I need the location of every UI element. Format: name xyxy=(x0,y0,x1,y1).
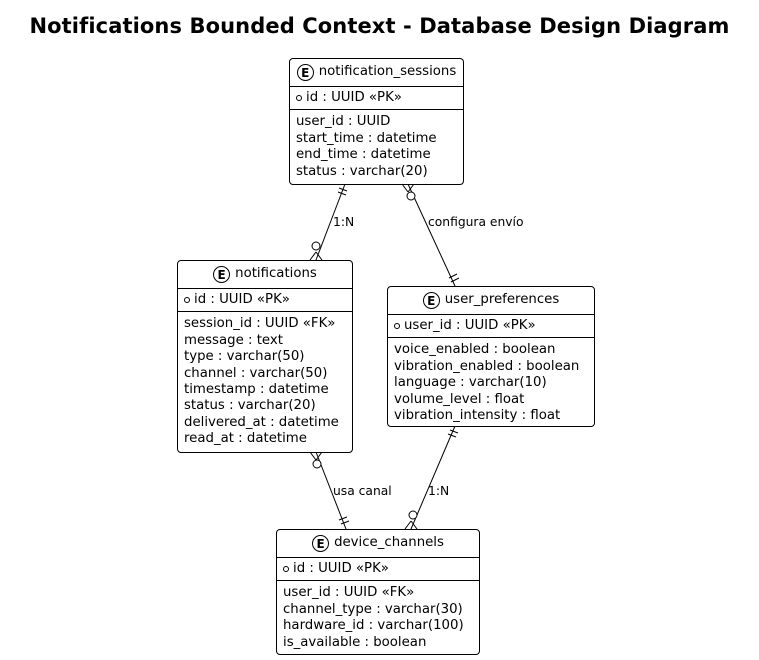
entity-field: language : varchar(10) xyxy=(394,375,547,391)
primary-key: id : UUID «PK» xyxy=(194,292,290,307)
entity-field: timestamp : datetime xyxy=(184,382,329,398)
entity-header: E user_preferences xyxy=(388,287,594,315)
entity-icon: E xyxy=(296,64,314,81)
entity-field: channel : varchar(50) xyxy=(184,365,328,381)
primary-key: user_id : UUID «PK» xyxy=(404,318,536,333)
primary-key-row: id : UUID «PK» xyxy=(290,87,463,111)
entity-field: user_id : UUID xyxy=(296,114,391,130)
entity-field: session_id : UUID «FK» xyxy=(184,316,336,332)
entity-field: vibration_intensity : float xyxy=(394,408,561,424)
key-icon xyxy=(184,297,190,304)
entity-header: E notification_sessions xyxy=(290,59,463,87)
entity-name: user_preferences xyxy=(444,292,560,308)
entity-field: status : varchar(20) xyxy=(184,398,316,414)
key-icon xyxy=(296,95,302,102)
entity-icon: E xyxy=(422,292,440,309)
entity-field: start_time : datetime xyxy=(296,130,437,146)
entity-field: volume_level : float xyxy=(394,391,525,407)
entity-field: read_at : datetime xyxy=(184,431,307,447)
relationship-notifications-devices xyxy=(309,451,350,530)
entity-fields: user_id : UUID start_time : datetime end… xyxy=(290,110,463,184)
entity-name: notifications xyxy=(235,266,317,282)
entity-user-preferences[interactable]: E user_preferences user_id : UUID «PK» v… xyxy=(387,286,595,427)
relationship-label: usa canal xyxy=(333,484,392,498)
entity-field: is_available : boolean xyxy=(283,634,427,650)
entity-name: device_channels xyxy=(334,535,444,551)
entity-field: type : varchar(50) xyxy=(184,349,305,365)
entity-device-channels[interactable]: E device_channels id : UUID «PK» user_id… xyxy=(276,529,480,655)
primary-key-row: id : UUID «PK» xyxy=(178,289,352,313)
entity-name: notification_sessions xyxy=(318,64,457,80)
diagram-title: Notifications Bounded Context - Database… xyxy=(29,14,730,38)
relationship-sessions-notifications xyxy=(309,183,348,261)
entity-field: delivered_at : datetime xyxy=(184,414,339,430)
entity-notifications[interactable]: E notifications id : UUID «PK» session_i… xyxy=(177,260,353,453)
entity-icon: E xyxy=(213,266,231,283)
entity-fields: session_id : UUID «FK» message : text ty… xyxy=(178,312,352,451)
entity-notification-sessions[interactable]: E notification_sessions id : UUID «PK» u… xyxy=(289,58,464,185)
primary-key-row: user_id : UUID «PK» xyxy=(388,315,594,339)
entity-fields: voice_enabled : boolean vibration_enable… xyxy=(388,338,594,428)
entity-field: channel_type : varchar(30) xyxy=(283,601,463,617)
entity-header: E device_channels xyxy=(277,530,479,558)
entity-icon: E xyxy=(312,535,330,552)
key-icon xyxy=(394,323,400,330)
entity-fields: user_id : UUID «FK» channel_type : varch… xyxy=(277,581,479,655)
relationship-preferences-devices xyxy=(404,425,459,530)
entity-field: end_time : datetime xyxy=(296,147,431,163)
primary-key-row: id : UUID «PK» xyxy=(277,558,479,582)
relationship-label: 1:N xyxy=(428,484,450,498)
primary-key: id : UUID «PK» xyxy=(306,90,402,105)
entity-field: message : text xyxy=(184,332,283,348)
primary-key: id : UUID «PK» xyxy=(293,561,389,576)
entity-field: user_id : UUID «FK» xyxy=(283,585,415,601)
key-icon xyxy=(283,566,289,573)
entity-field: hardware_id : varchar(100) xyxy=(283,618,464,634)
relationship-sessions-preferences xyxy=(401,183,460,287)
relationship-label: 1:N xyxy=(333,215,355,229)
entity-field: vibration_enabled : boolean xyxy=(394,358,580,374)
entity-field: voice_enabled : boolean xyxy=(394,342,556,358)
relationship-label: configura envío xyxy=(428,215,524,229)
entity-field: status : varchar(20) xyxy=(296,163,428,179)
entity-header: E notifications xyxy=(178,261,352,289)
